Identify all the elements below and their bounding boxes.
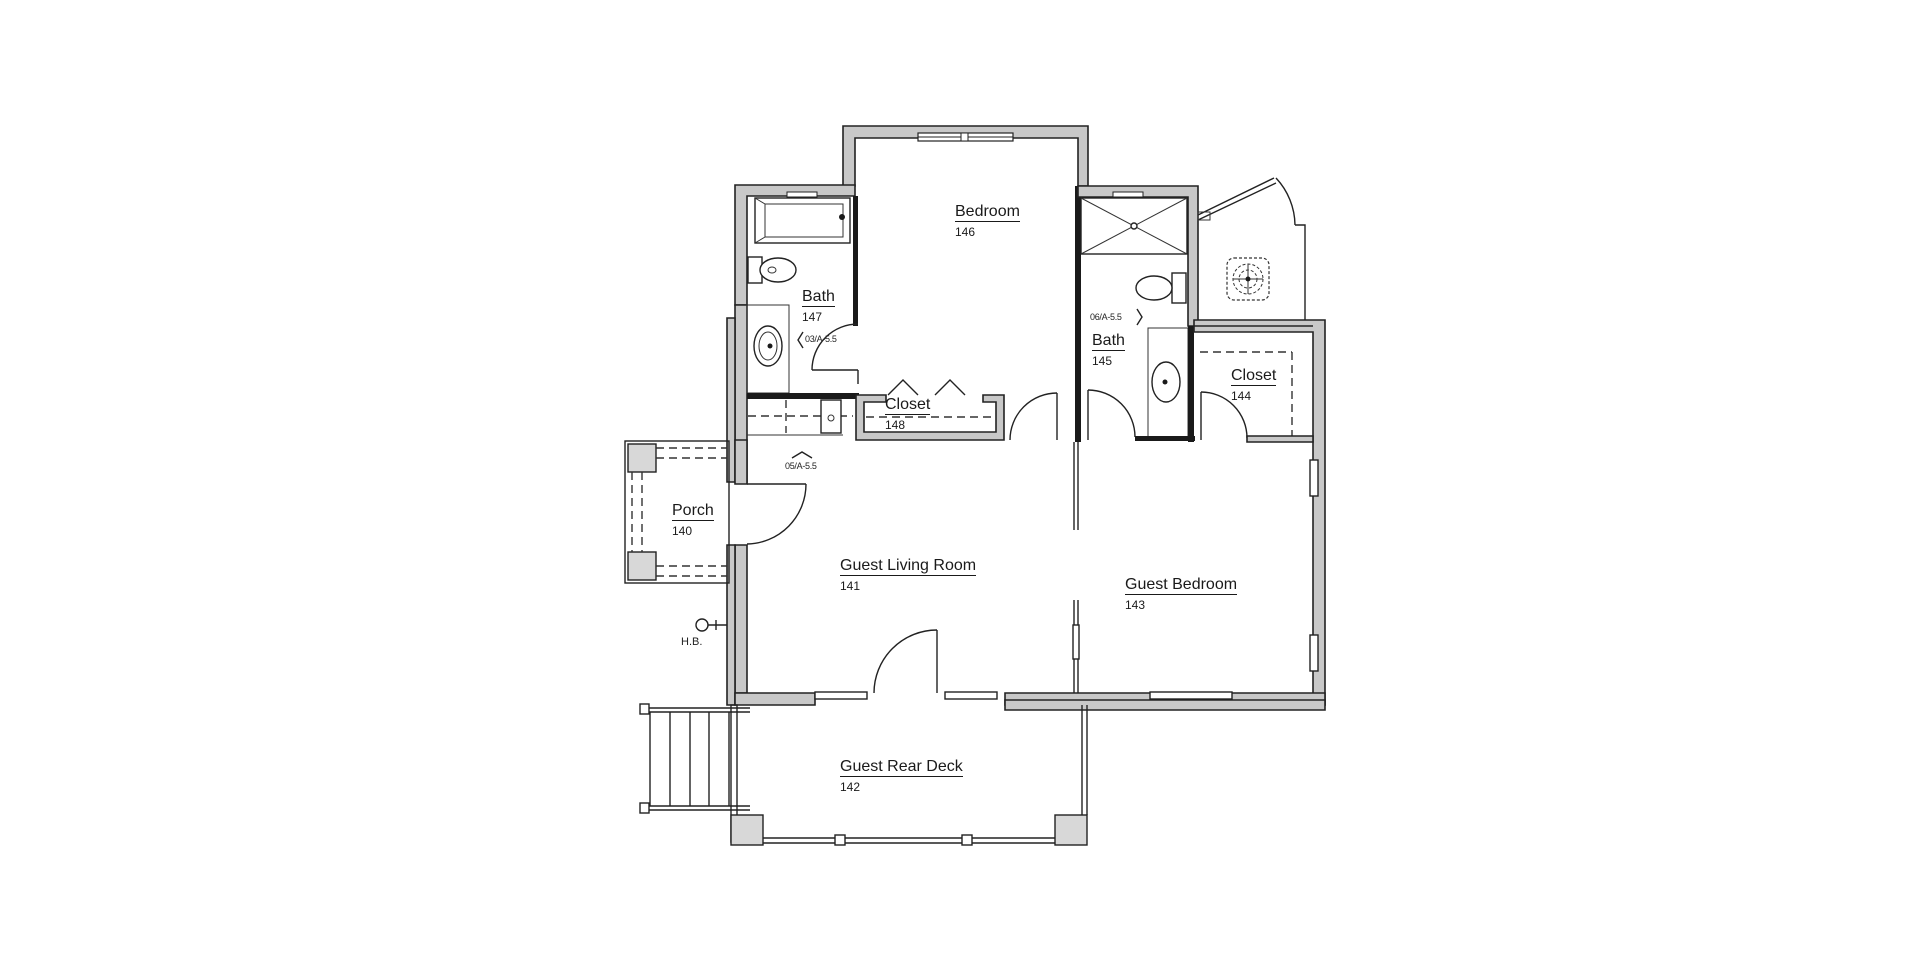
room-number: 143: [1125, 598, 1146, 612]
bath-145-walls: [1077, 185, 1199, 442]
room-number: 147: [802, 310, 823, 324]
room-label-closet-144: Closet 144: [1231, 367, 1277, 405]
porch: [624, 440, 730, 584]
rear-deck: [730, 704, 1088, 846]
room-label-guest-living-room-141: Guest Living Room 141: [840, 557, 977, 595]
section-marker-bath-145: 06/A-5.5: [1090, 312, 1122, 322]
room-number: 141: [840, 579, 861, 593]
room-name: Porch: [672, 502, 714, 521]
room-name: Guest Rear Deck: [840, 758, 963, 777]
main-walls: [726, 439, 1326, 711]
room-name: Closet: [1231, 367, 1277, 386]
hose-bib-symbol: [695, 618, 727, 632]
closet-148-walls: [855, 379, 1058, 441]
section-marker-bath-147: 03/A-5.5: [805, 334, 837, 344]
bath-147-walls: [726, 184, 859, 483]
room-label-guest-bedroom-143: Guest Bedroom 143: [1125, 576, 1238, 614]
room-name: Bath: [802, 288, 835, 307]
bedroom-walls: [842, 125, 1089, 187]
room-number: 142: [840, 780, 861, 794]
room-label-porch-140: Porch 140: [672, 502, 714, 540]
room-name: Guest Living Room: [840, 557, 977, 576]
hose-bib-label: H.B.: [681, 636, 703, 648]
room-label-bedroom-146: Bedroom 146: [955, 203, 1020, 241]
room-label-bath-145: Bath 145: [1092, 332, 1125, 370]
room-name: Guest Bedroom: [1125, 576, 1238, 595]
room-number: 144: [1231, 389, 1252, 403]
room-label-closet-148: Closet 148: [885, 396, 931, 434]
section-marker-glyphs: [791, 308, 1143, 459]
room-number: 148: [885, 418, 906, 432]
central-partition: [1072, 186, 1081, 704]
room-number: 140: [672, 524, 693, 538]
room-number: 145: [1092, 354, 1113, 368]
mechanical-pad: [1197, 177, 1306, 320]
room-label-bath-147: Bath 147: [802, 288, 835, 326]
room-label-guest-rear-deck-142: Guest Rear Deck 142: [840, 758, 963, 796]
room-name: Bath: [1092, 332, 1125, 351]
section-marker-living: 05/A-5.5: [785, 461, 817, 471]
hall-storage: [747, 399, 853, 436]
deck-stairs: [639, 703, 750, 814]
room-name: Closet: [885, 396, 931, 415]
room-number: 146: [955, 225, 976, 239]
room-name: Bedroom: [955, 203, 1020, 222]
